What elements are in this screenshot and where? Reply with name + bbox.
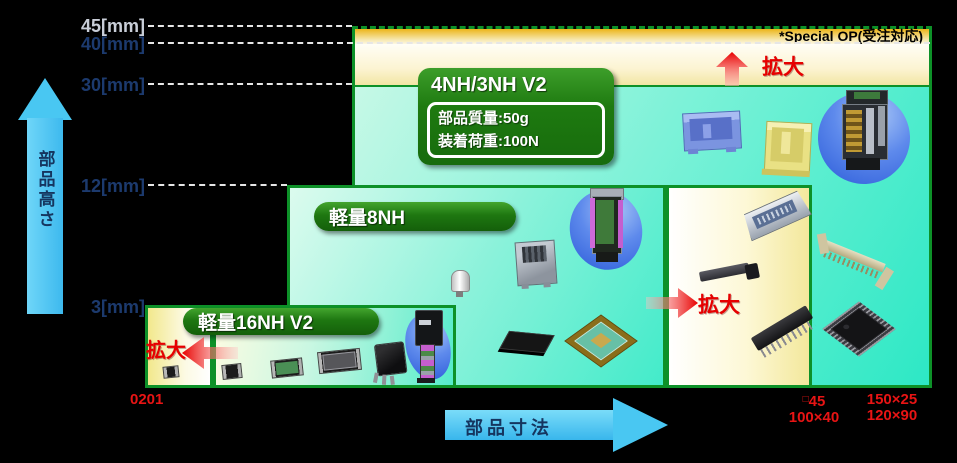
- x-axis-label: 部品寸法: [465, 418, 553, 438]
- special-op-text: *Special OP(受注対応): [779, 28, 923, 44]
- x-tick-0201: 0201: [130, 391, 164, 408]
- label-16nh-text: 軽量16NH V2: [198, 313, 314, 334]
- gridline-45mm: [148, 25, 352, 27]
- expand-arrow-right-icon: [646, 288, 698, 318]
- x-tick-group-8nh: □45 100×40: [772, 392, 856, 426]
- x-tick-150x25: 150×25: [866, 391, 918, 408]
- y-tick-45mm: 45[mm]: [80, 16, 145, 36]
- expand-text-4nh: 拡大: [762, 56, 804, 79]
- expand-text-8nh: 拡大: [698, 294, 740, 317]
- special-op-band: *Special OP(受注対応): [355, 29, 929, 44]
- component-bga-diamond-chip: [563, 313, 638, 371]
- component-0201-chip: [162, 365, 180, 379]
- component-qfp-chip: [820, 300, 896, 364]
- gridline-12mm: [148, 184, 287, 186]
- label-4nh: 4NH/3NH V2 部品質量:50g 装着荷重:100N: [418, 68, 614, 165]
- expand-arrow-left-icon: [182, 337, 238, 369]
- component-16nh-head-image: [398, 308, 458, 385]
- component-capacitor: [450, 270, 470, 297]
- label-16nh: 軽量16NH V2: [183, 308, 379, 335]
- component-blue-connector: [682, 105, 743, 156]
- gridline-30mm: [148, 83, 352, 85]
- component-8nh-head-image: [561, 182, 651, 278]
- x-tick-100x40: 100×40: [788, 409, 840, 426]
- x-tick-sq45: □45: [802, 393, 826, 410]
- x-tick-group-4nh: 150×25 120×90: [850, 392, 934, 424]
- expand-text-16nh: 拡大: [146, 340, 186, 362]
- spec-mass: 部品質量:50g: [438, 110, 529, 127]
- label-8nh: 軽量8NH: [314, 202, 516, 231]
- component-gray-chip: [316, 347, 363, 375]
- component-green-chip: [270, 357, 304, 379]
- expand-arrow-up-icon: [716, 52, 748, 86]
- label-4nh-title: 4NH/3NH V2: [431, 74, 547, 96]
- component-4nh-head-image: [808, 82, 920, 194]
- y-tick-12mm: 12[mm]: [80, 176, 145, 196]
- x-axis-arrow: [445, 410, 613, 440]
- y-axis-arrow: 部品高さ: [27, 118, 63, 314]
- label-8nh-text: 軽量8NH: [329, 208, 406, 229]
- gridline-40mm: [148, 42, 930, 44]
- y-tick-3mm: 3[mm]: [90, 297, 145, 317]
- component-flat-chip: [499, 328, 555, 360]
- y-tick-30mm: 30[mm]: [80, 75, 145, 95]
- x-axis-arrow-head: [613, 398, 668, 452]
- y-axis-arrow-head: [18, 78, 72, 120]
- spec-load: 装着荷重:100N: [438, 133, 539, 151]
- y-axis-label: 部品高さ: [35, 150, 55, 230]
- y-tick-40mm: 40[mm]: [80, 34, 145, 54]
- component-yellow-connector: [761, 119, 815, 180]
- spec-box: 部品質量:50g 装着荷重:100N: [427, 102, 605, 158]
- component-gray-connector: [514, 236, 558, 291]
- x-tick-120x90: 120×90: [866, 407, 918, 424]
